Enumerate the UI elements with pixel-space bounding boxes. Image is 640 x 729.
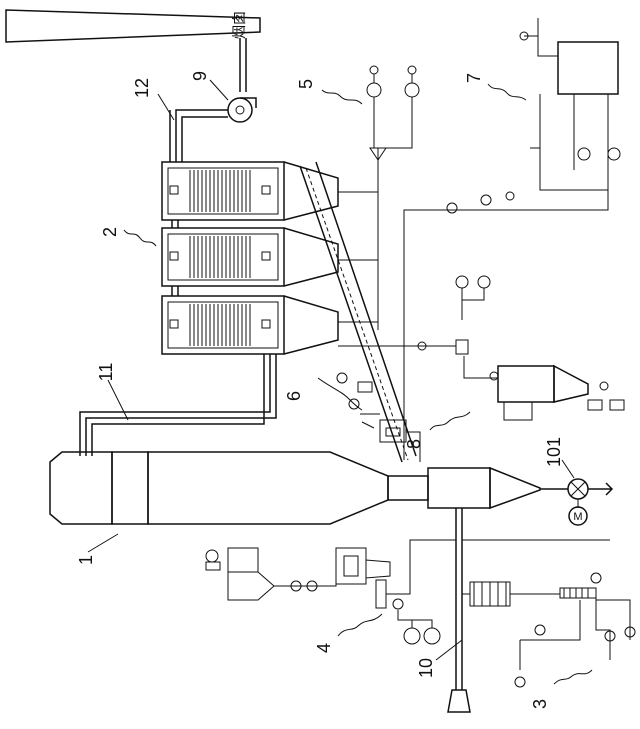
precipitator-bank [161,161,339,355]
motor-label: M [573,511,582,523]
instrument-line [446,191,515,214]
silo-system-8 [338,275,625,421]
precipitator-unit [161,161,339,221]
chimney: 烟囱 [5,9,261,43]
label-11: 11 [96,363,116,382]
stack-duct [239,38,247,92]
sorbent-feed-system-4 [205,539,441,645]
reactor-tower [49,451,389,525]
venturi-section [387,466,568,510]
precipitator-unit [161,227,339,287]
label-10: 10 [416,658,436,678]
chimney-label: 烟囱 [231,11,247,39]
callouts: 1 2 3 4 5 6 7 8 9 10 11 12 101 [76,71,593,709]
label-9: 9 [190,71,210,81]
label-12: 12 [132,78,152,98]
water-system-3 [514,572,636,688]
feeder-6 [360,413,421,462]
precipitator-unit [161,295,339,355]
label-2: 2 [100,227,120,237]
ash-conveyor [299,161,417,463]
injection-manifold [462,581,560,607]
duct-12 [169,109,228,162]
induced-draft-fan [227,97,257,123]
water-tank-system-7 [403,18,621,460]
discharge-valve-101: M [567,478,614,526]
blower-system-5 [338,65,420,330]
label-4: 4 [314,643,334,653]
duct-11 [79,354,277,456]
label-6: 6 [284,391,304,401]
feed-line-10 [430,508,610,713]
label-8: 8 [404,439,424,449]
label-3: 3 [530,699,550,709]
label-7: 7 [464,73,484,83]
label-1: 1 [76,555,96,565]
label-101: 101 [544,437,564,467]
label-5: 5 [296,79,316,89]
